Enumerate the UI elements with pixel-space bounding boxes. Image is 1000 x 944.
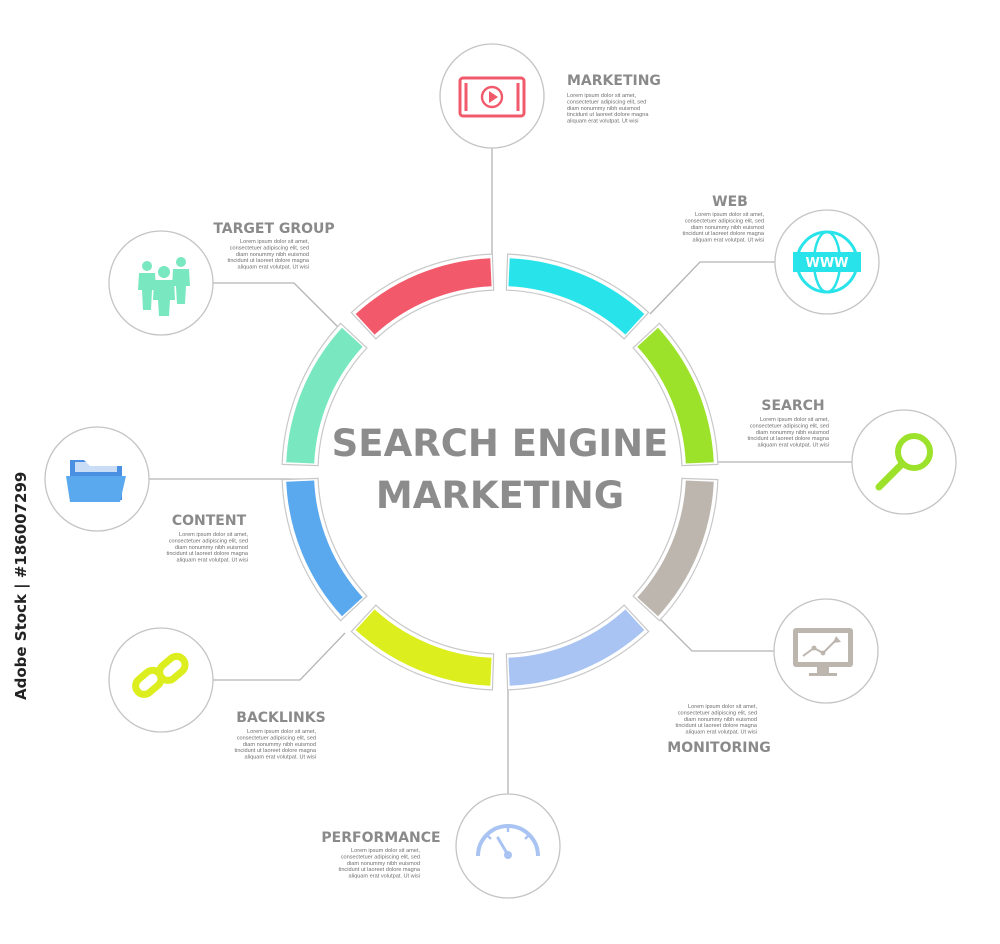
description-line: diam nonummy nibh euismod (756, 430, 829, 436)
center-title: SEARCH ENGINE MARKETING (332, 422, 669, 517)
ring-segment (637, 327, 714, 464)
label-description: Lorem ipsum dolor sit amet,consectetuer … (228, 239, 310, 271)
connector-lines (149, 148, 852, 794)
label-title: PERFORMANCE (321, 830, 440, 846)
ring-segment (355, 609, 492, 686)
description-line: tincidunt ut laoreet dolore magna (683, 231, 765, 237)
svg-text:WWW: WWW (805, 256, 848, 271)
description-line: consectetuer adipiscing elit, sed (341, 854, 420, 860)
description-line: tincidunt ut laoreet dolore magna (167, 551, 249, 557)
description-line: tincidunt ut laoreet dolore magna (676, 723, 758, 729)
description-line: Lorem ipsum dolor sit amet, (695, 212, 764, 218)
label-description: Lorem ipsum dolor sit amet,consectetuer … (339, 848, 421, 880)
circle-performance (455, 793, 561, 899)
center-title-line-1: SEARCH ENGINE (332, 422, 669, 465)
description-line: Lorem ipsum dolor sit amet, (688, 704, 757, 710)
description-line: aliquam erat volutpat. Ut wisi (757, 443, 829, 449)
label-marketing: MARKETING Lorem ipsum dolor sit amet,con… (567, 73, 661, 125)
label-performance: PERFORMANCE Lorem ipsum dolor sit amet,c… (321, 830, 440, 880)
folder-icon (66, 460, 126, 502)
label-title: CONTENT (172, 513, 247, 529)
description-line: Lorem ipsum dolor sit amet, (179, 532, 248, 538)
stock-watermark: Adobe Stock | #186007299 (12, 471, 30, 700)
description-line: aliquam erat volutpat. Ut wisi (176, 558, 248, 564)
description-line: diam nonummy nibh euismod (243, 742, 316, 748)
label-description: Lorem ipsum dolor sit amet,consectetuer … (235, 729, 317, 761)
description-line: tincidunt ut laoreet dolore magna (567, 112, 649, 118)
description-line: consectetuer adipiscing elit, sed (237, 735, 316, 741)
speedometer-icon (476, 824, 540, 859)
label-web: WEB Lorem ipsum dolor sit amet,consectet… (683, 194, 765, 244)
label-title: TARGET GROUP (213, 221, 334, 237)
description-line: Lorem ipsum dolor sit amet, (351, 848, 420, 854)
label-title: MARKETING (567, 73, 661, 89)
ring-segment (637, 480, 714, 617)
label-description: Lorem ipsum dolor sit amet,consectetuer … (683, 212, 765, 244)
description-line: aliquam erat volutpat. Ut wisi (567, 119, 639, 125)
chain-link-icon (132, 652, 189, 698)
label-description: Lorem ipsum dolor sit amet,consectetuer … (676, 704, 758, 736)
connector-monitoring (651, 610, 774, 652)
description-line: consectetuer adipiscing elit, sed (567, 99, 646, 105)
description-line: Lorem ipsum dolor sit amet, (247, 729, 316, 735)
label-backlinks: BACKLINKS Lorem ipsum dolor sit amet,con… (235, 710, 326, 761)
connector-backlinks (213, 632, 346, 681)
description-line: consectetuer adipiscing elit, sed (750, 423, 829, 429)
description-line: tincidunt ut laoreet dolore magna (228, 258, 310, 264)
description-line: consectetuer adipiscing elit, sed (230, 245, 309, 251)
monitor-chart-icon (793, 628, 853, 676)
description-line: diam nonummy nibh euismod (691, 225, 764, 231)
description-line: tincidunt ut laoreet dolore magna (235, 748, 317, 754)
icon-circles (44, 43, 957, 899)
ring-segment (508, 609, 645, 686)
description-line: aliquam erat volutpat. Ut wisi (685, 730, 757, 736)
label-description: Lorem ipsum dolor sit amet,consectetuer … (748, 417, 830, 449)
description-line: diam nonummy nibh euismod (347, 861, 420, 867)
ring-segment (355, 258, 492, 335)
description-line: diam nonummy nibh euismod (236, 252, 309, 258)
tablet-play-icon (458, 76, 526, 118)
description-line: aliquam erat volutpat. Ut wisi (244, 755, 316, 761)
ring-segment (286, 480, 363, 617)
description-line: diam nonummy nibh euismod (175, 545, 248, 551)
description-line: aliquam erat volutpat. Ut wisi (692, 238, 764, 244)
label-content: CONTENT Lorem ipsum dolor sit amet,conse… (167, 513, 249, 564)
www-globe-icon: WWW (793, 230, 861, 294)
connector-web (649, 261, 775, 315)
ring-segments (281, 253, 719, 691)
ring-segment (508, 258, 645, 335)
ring-segment (286, 327, 363, 464)
description-line: Lorem ipsum dolor sit amet, (567, 93, 636, 99)
label-search: SEARCH Lorem ipsum dolor sit amet,consec… (748, 398, 830, 449)
description-line: Lorem ipsum dolor sit amet, (760, 417, 829, 423)
label-title: WEB (712, 194, 748, 210)
description-line: tincidunt ut laoreet dolore magna (748, 436, 830, 442)
label-title: BACKLINKS (236, 710, 325, 726)
label-monitoring: MONITORING Lorem ipsum dolor sit amet,co… (667, 704, 770, 756)
magnifier-icon (875, 433, 933, 491)
description-line: aliquam erat volutpat. Ut wisi (237, 265, 309, 271)
people-group-icon (138, 257, 190, 316)
label-title: SEARCH (761, 398, 824, 414)
description-line: diam nonummy nibh euismod (567, 106, 640, 112)
label-description: Lorem ipsum dolor sit amet,consectetuer … (567, 93, 649, 125)
description-line: tincidunt ut laoreet dolore magna (339, 867, 421, 873)
description-line: consectetuer adipiscing elit, sed (169, 538, 248, 544)
description-line: Lorem ipsum dolor sit amet, (240, 239, 309, 245)
connector-target-group (213, 282, 340, 329)
label-target-group: TARGET GROUP Lorem ipsum dolor sit amet,… (213, 221, 334, 271)
description-line: consectetuer adipiscing elit, sed (678, 710, 757, 716)
center-title-line-2: MARKETING (376, 474, 624, 517)
description-line: consectetuer adipiscing elit, sed (685, 218, 764, 224)
label-description: Lorem ipsum dolor sit amet,consectetuer … (167, 532, 249, 564)
description-line: aliquam erat volutpat. Ut wisi (348, 874, 420, 880)
label-title: MONITORING (667, 740, 770, 756)
description-line: diam nonummy nibh euismod (684, 717, 757, 723)
